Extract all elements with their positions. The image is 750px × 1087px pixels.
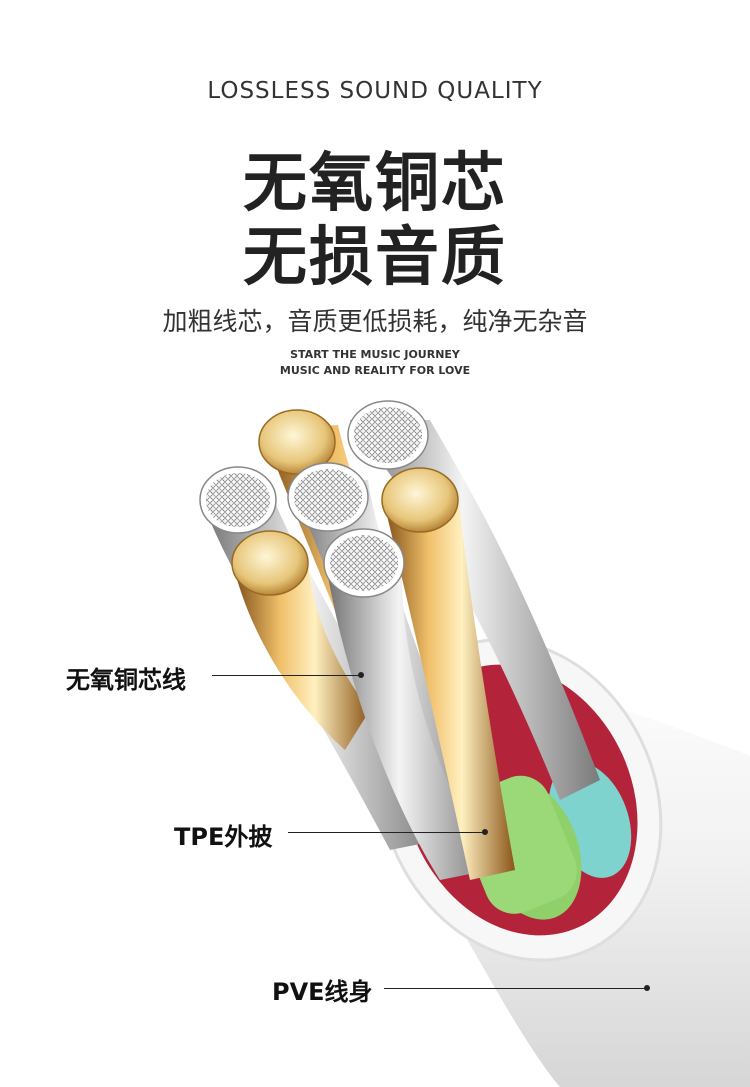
headline-line1: 无氧铜芯 (243, 147, 507, 221)
strand-front-silver-mid (325, 560, 490, 880)
eyebrow-text: LOSSLESS SOUND QUALITY (207, 78, 543, 104)
headline-line2: 无损音质 (243, 221, 507, 295)
cable-illustration (199, 400, 750, 1087)
callout-copper-core: 无氧铜芯线 (66, 666, 186, 694)
strand-front-copper-right (382, 495, 515, 880)
callout-copper-core-dot (358, 672, 364, 678)
tagline-line2: MUSIC AND REALITY FOR LOVE (279, 364, 471, 377)
strand-back-silver-2 (350, 420, 600, 800)
cap-copper-top (258, 409, 336, 475)
cap-copper-right (381, 467, 459, 533)
callout-pve-body-dot (644, 985, 650, 991)
callout-copper-core-line (212, 675, 362, 676)
callout-tpe-jacket: TPE外披 (174, 823, 273, 851)
subtitle: 加粗线芯，音质更低损耗，纯净无杂音 (162, 307, 588, 336)
callout-tpe-jacket-dot (482, 829, 488, 835)
callout-pve-body-line (384, 988, 646, 989)
tagline-line1: START THE MUSIC JOURNEY (290, 348, 460, 361)
callout-pve-body: PVE线身 (272, 978, 373, 1006)
cap-copper-left (231, 530, 309, 596)
strand-front-copper-left (232, 560, 370, 750)
callout-tpe-jacket-line (288, 832, 484, 833)
